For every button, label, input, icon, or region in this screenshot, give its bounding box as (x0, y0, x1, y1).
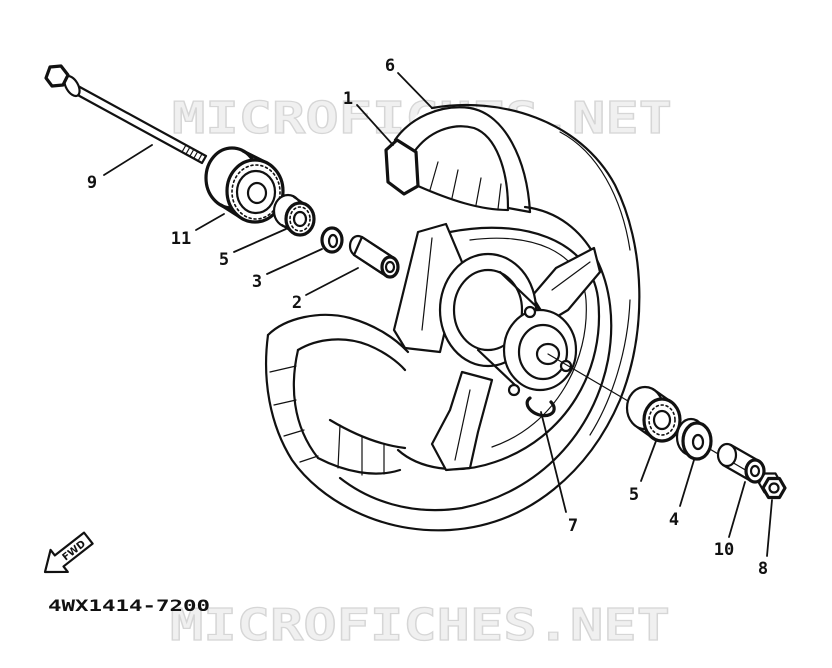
washer-ring (320, 226, 344, 254)
gear-unit-teeth (231, 164, 281, 220)
hub-bolt-hole (507, 383, 521, 397)
tire-outer-outline (265, 103, 641, 532)
cutaway-outer-curve (393, 106, 532, 214)
nut-hole (768, 482, 780, 494)
spacer-side (352, 235, 396, 278)
tire-groove-line (589, 299, 631, 436)
callout-label: 11 (171, 229, 191, 249)
leader-line-1 (356, 104, 394, 146)
bolt-head (44, 64, 70, 88)
leader-line-8 (766, 499, 773, 557)
bearing-left (272, 193, 316, 237)
right-side-parts (625, 385, 787, 500)
gear-unit-ring (235, 169, 277, 215)
callout-label: 9 (87, 173, 97, 193)
cutaway-tread-base (416, 184, 510, 212)
axle-nut (757, 472, 787, 500)
callout-label: 5 (629, 485, 639, 505)
oil-seal (675, 417, 713, 461)
spacer-bore (384, 260, 396, 274)
watermark-bottom: MICROFICHES.NET (170, 600, 670, 651)
tire-groove-line (559, 131, 631, 251)
callout-label: 7 (568, 516, 578, 536)
callout-label: 2 (292, 293, 302, 313)
forward-arrow-shape (43, 531, 94, 574)
cutaway-inner-curve (412, 125, 510, 210)
tread-block-lines (429, 161, 502, 210)
spoke-edge-line (421, 237, 433, 331)
leader-lines (103, 72, 773, 557)
cutaway-inner-surface (292, 348, 320, 460)
bolt-threads (181, 144, 203, 162)
hub-back-ring (452, 268, 524, 352)
collar-hole (749, 464, 761, 478)
gear-unit-bore (246, 181, 268, 205)
callout-label: 1 (343, 89, 353, 109)
callout-label: 10 (714, 540, 734, 560)
cutaway-lip-inner (296, 338, 407, 372)
leader-line-3 (266, 248, 323, 275)
leader-line-5-right (640, 440, 657, 482)
drawing-number: 4WX1414-7200 (48, 596, 210, 615)
cut-face-block (384, 138, 420, 196)
leader-line-2 (305, 267, 359, 296)
tire-cutaway-left (266, 313, 410, 476)
hub-barrel (476, 270, 542, 387)
tire-cutaway-top (384, 106, 532, 214)
callout-label: 4 (669, 510, 679, 530)
leader-line-9 (103, 144, 153, 176)
spoke-edge-line (551, 261, 591, 291)
wheel-assembly (265, 103, 777, 532)
tread-block-lines (337, 424, 385, 476)
left-side-parts (44, 64, 400, 279)
washer-hole (327, 233, 339, 249)
cutaway-lower-face (316, 418, 407, 475)
spacer-tube (348, 234, 400, 279)
bolt-shaft (72, 84, 208, 165)
spoke-lower (430, 370, 494, 472)
gear-unit (204, 146, 285, 224)
leader-line-5-left (233, 228, 287, 253)
bearing-inner-race (652, 409, 672, 431)
leader-line-7 (540, 411, 567, 513)
callout-label: 5 (219, 250, 229, 270)
tread-block-lines (269, 365, 319, 463)
collar-back-face (716, 442, 738, 468)
wheel-hub (438, 252, 578, 397)
leader-line-6 (397, 72, 433, 109)
callout-label: 3 (252, 272, 262, 292)
leader-line-10 (728, 481, 746, 538)
callout-labels: 1 6 9 11 5 3 2 7 5 4 10 8 (87, 56, 768, 579)
leader-line-4 (679, 459, 695, 507)
axle-bolt (44, 64, 208, 165)
cutaway-lip-outer (266, 313, 410, 354)
forward-arrow-icon: FWD (43, 531, 94, 574)
seal-hole (691, 433, 705, 451)
callout-label: 8 (758, 559, 768, 579)
bearing-balls (648, 404, 676, 436)
bearing-right (625, 385, 682, 443)
bearing-inner-race (292, 210, 308, 228)
collar (716, 442, 766, 484)
collar-side (721, 443, 761, 483)
callout-label: 6 (385, 56, 395, 76)
hub-bolt-hole (523, 305, 537, 319)
bearing-balls (289, 206, 311, 232)
tire (265, 103, 641, 532)
leader-line-11 (195, 213, 225, 231)
spoke-edge-line (454, 389, 471, 461)
hub-front-ring (517, 323, 569, 381)
rim-inner-edge (469, 237, 587, 448)
